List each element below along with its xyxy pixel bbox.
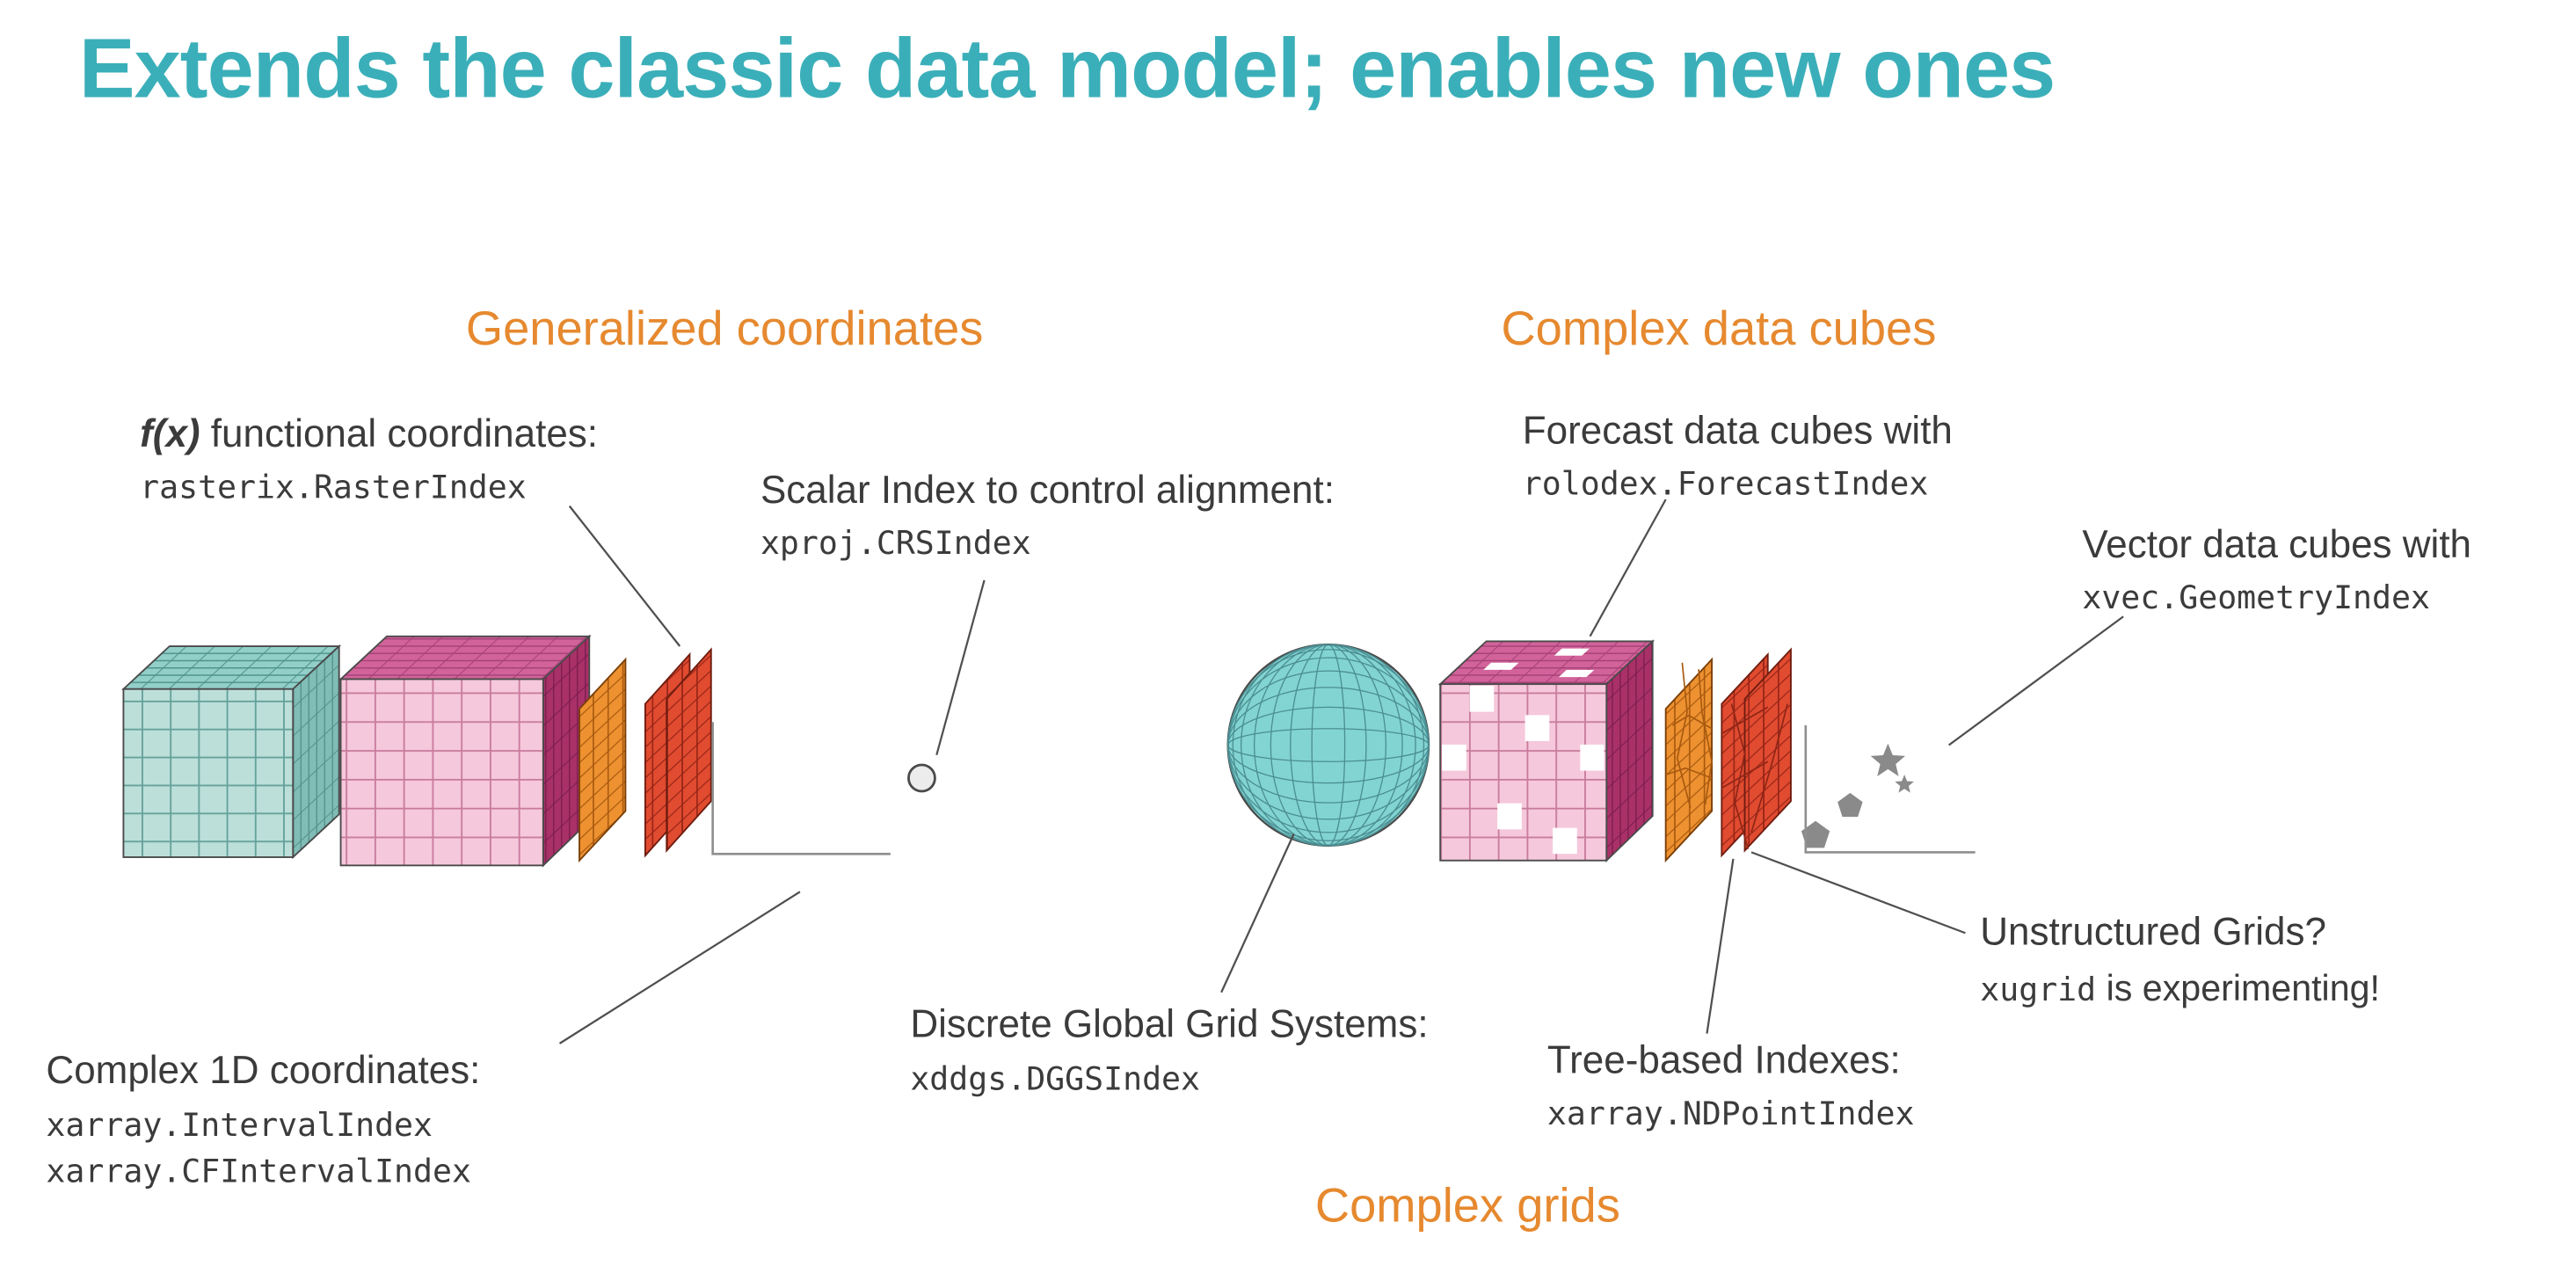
connector-ndpointindex: [1706, 858, 1735, 1034]
scalar-point-icon: [907, 763, 936, 793]
heading-generalized-coordinates: Generalized coordinates: [465, 303, 984, 356]
slide-title: Extends the classic data model; enables …: [78, 21, 2056, 116]
connector-intervalindex: [558, 891, 801, 1044]
code-forecastindex: rolodex.ForecastIndex: [1522, 464, 1929, 503]
code-dggsindex: xddgs.DGGSIndex: [910, 1059, 1201, 1098]
heading-complex-data-cubes: Complex data cubes: [1501, 303, 1937, 356]
left-axes-icon: [711, 722, 891, 855]
teal-data-cube-icon: [121, 644, 342, 860]
label-unstructured-grids: Unstructured Grids?: [1980, 910, 2326, 953]
left-connector-lines: [558, 505, 986, 1044]
code-cfintervalindex: xarray.CFIntervalIndex: [46, 1152, 471, 1190]
label-xugrid-experimenting: xugrid is experimenting!: [1980, 968, 2380, 1011]
voronoi-slice-icon: [1664, 657, 1714, 863]
connector-xugrid: [1750, 851, 1966, 935]
connector-geometryindex: [1948, 615, 2124, 746]
connector-forecastindex: [1589, 498, 1667, 637]
label-forecast-cubes: Forecast data cubes with: [1522, 409, 1953, 452]
pink-data-cube-icon: [338, 634, 592, 868]
label-dggs: Discrete Global Grid Systems:: [910, 1002, 1429, 1045]
label-functional-coordinates: f(x) functional coordinates:: [140, 411, 598, 459]
red-slices-icon: [644, 647, 712, 858]
scatter-points-icon: [1801, 743, 1914, 848]
connector-rasterindex: [568, 505, 681, 647]
code-crsindex: xproj.CRSIndex: [760, 524, 1031, 563]
right-axes-icon: [1804, 725, 1976, 854]
left-illustration: [121, 634, 936, 868]
label-scalar-index: Scalar Index to control alignment:: [760, 468, 1335, 512]
triangle-mesh-slice-icon: [1721, 647, 1792, 858]
code-ndpointindex: xarray.NDPointIndex: [1546, 1095, 1915, 1133]
code-rasterindex: rasterix.RasterIndex: [140, 468, 527, 506]
orange-slice-icon: [579, 657, 627, 863]
code-intervalindex: xarray.IntervalIndex: [46, 1106, 433, 1145]
right-connector-lines: [1220, 498, 2124, 1034]
connector-crsindex: [935, 579, 986, 756]
right-illustration: [1226, 639, 1976, 863]
globe-sphere-icon: [1226, 644, 1430, 847]
label-vector-cubes: Vector data cubes with: [2082, 522, 2472, 566]
missing-cells-top: [1483, 648, 1595, 678]
xugrid-suffix: is experimenting!: [2096, 967, 2380, 1009]
heading-complex-grids: Complex grids: [1314, 1180, 1620, 1233]
fx-symbol: f(x): [140, 411, 200, 455]
label-tree-indexes: Tree-based Indexes:: [1546, 1038, 1901, 1081]
functional-text: functional coordinates:: [200, 411, 599, 455]
label-complex-1d-coordinates: Complex 1D coordinates:: [46, 1048, 481, 1092]
connector-dggsindex: [1220, 833, 1295, 993]
missing-cells-front: [1442, 686, 1605, 855]
masked-pink-cube-icon: [1437, 639, 1655, 862]
code-xugrid: xugrid: [1980, 971, 2097, 1009]
code-geometryindex: xvec.GeometryIndex: [2082, 578, 2430, 617]
